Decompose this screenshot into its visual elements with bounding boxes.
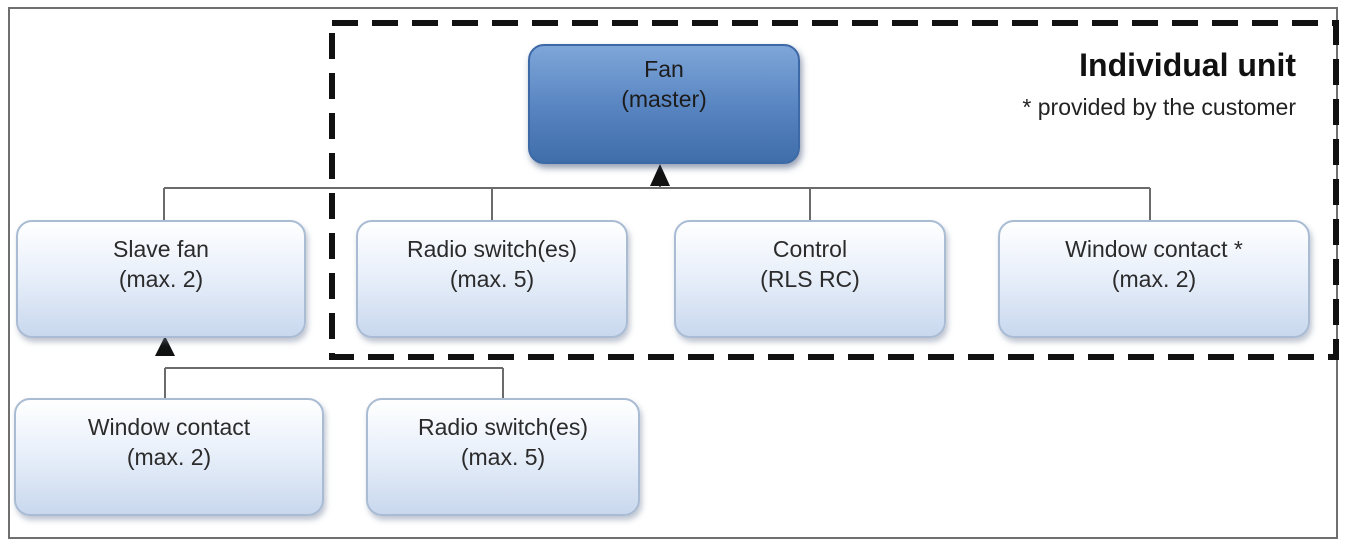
node-window-contact-unit-line2: (max. 2) (1111, 266, 1197, 292)
node-window-contact-unit-line1: Window contact * (1065, 236, 1243, 262)
individual-unit-boundary (329, 20, 1339, 360)
node-radio-switch-slave-line2: (max. 5) (460, 444, 546, 470)
node-control-line2: (RLS RC) (760, 266, 860, 292)
node-fan-master-line2: (master) (621, 86, 707, 112)
node-radio-switch-slave: Radio switch(es) (max. 5) (366, 398, 640, 516)
node-slave-fan: Slave fan (max. 2) (16, 220, 306, 338)
node-slave-fan-line1: Slave fan (113, 236, 209, 262)
node-slave-fan-line2: (max. 2) (118, 266, 204, 292)
arrow-to-master (650, 164, 670, 186)
individual-unit-title: Individual unit (1079, 47, 1296, 83)
node-window-contact-unit: Window contact * (max. 2) (998, 220, 1310, 338)
arrow-to-slave-fan (155, 336, 175, 356)
node-window-contact-slave: Window contact (max. 2) (14, 398, 324, 516)
node-fan-master: Fan (master) (528, 44, 800, 164)
node-radio-switch-unit-line1: Radio switch(es) (407, 236, 577, 262)
node-control: Control (RLS RC) (674, 220, 946, 338)
node-radio-switch-unit-line2: (max. 5) (449, 266, 535, 292)
node-window-contact-slave-line2: (max. 2) (126, 444, 212, 470)
node-control-line1: Control (772, 236, 848, 262)
node-fan-master-line1: Fan (644, 56, 684, 82)
node-radio-switch-unit: Radio switch(es) (max. 5) (356, 220, 628, 338)
node-radio-switch-slave-line1: Radio switch(es) (418, 414, 588, 440)
customer-provided-note: * provided by the customer (1022, 94, 1296, 120)
node-window-contact-slave-line1: Window contact (87, 414, 251, 440)
